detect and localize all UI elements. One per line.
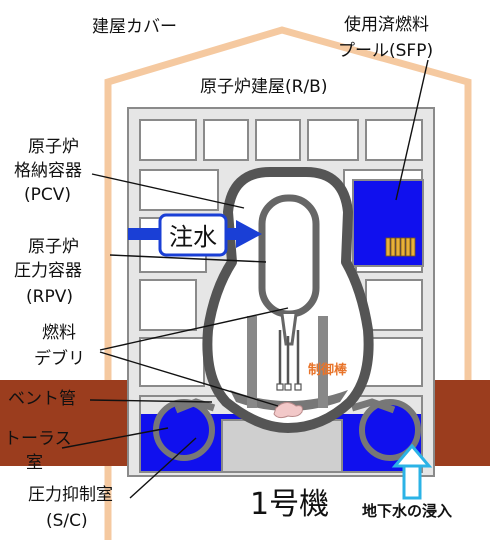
label-pcv-line2: 格納容器 (14, 161, 82, 181)
building-cover-outline (104, 26, 472, 540)
label-debris-line2: デブリ (34, 348, 85, 369)
ground-right (432, 380, 490, 466)
water-injection-label: 注水 (169, 223, 217, 251)
label-reactor-building: 原子炉建屋(R/B) (200, 77, 327, 97)
label-unit: 1号機 (250, 487, 329, 522)
label-control-rod: 制御棒 (308, 362, 348, 378)
label-torus-line1: トーラス (4, 429, 72, 449)
control-rod-tips (276, 383, 302, 391)
leader-sfp (395, 59, 429, 201)
groundwater-arrow-shaft (402, 464, 422, 500)
label-sc-line1: 圧力抑制室 (28, 485, 113, 505)
reactor-pressure-vessel (258, 194, 320, 318)
suppression-chamber-right (359, 399, 421, 461)
control-rods (278, 330, 300, 390)
pedestal-wall-right (318, 316, 328, 408)
label-vent-pipe: ベント管 (8, 389, 76, 409)
label-sfp-line1: 使用済燃料 (344, 14, 429, 35)
label-torus-line2: 室 (26, 453, 43, 473)
label-groundwater: 地下水の浸入 (362, 502, 452, 520)
label-building-cover: 建屋カバー (92, 17, 177, 37)
leader-lines (61, 173, 289, 499)
label-rpv-line2: 圧力容器 (14, 261, 82, 281)
label-debris-line1: 燃料 (42, 323, 76, 343)
pedestal-wall-left (247, 316, 257, 408)
fuel-debris (273, 402, 303, 419)
vent-pipe-right (350, 398, 396, 414)
label-sfp-line2: プール(SFP) (338, 41, 433, 61)
ground-left (0, 380, 132, 466)
label-pcv-line1: 原子炉 (28, 137, 79, 157)
water-injection-box (158, 213, 228, 257)
label-rpv-line3: (RPV) (26, 287, 73, 307)
fuel-assemblies (385, 237, 416, 257)
label-sc-line2: (S/C) (46, 511, 88, 531)
label-rpv-line1: 原子炉 (28, 237, 79, 257)
label-pcv-line3: (PCV) (24, 185, 71, 205)
